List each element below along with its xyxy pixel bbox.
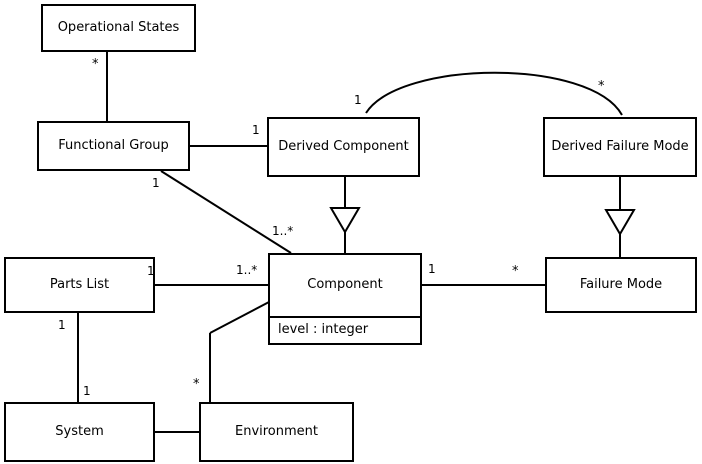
class-box-operational-states[interactable]: Operational States [41,4,196,52]
multiplicity-operational-states-functional-group: * [92,57,99,72]
class-name-environment: Environment [234,423,318,439]
class-name-failure-mode: Failure Mode [579,276,663,292]
class-name-parts-list: Parts List [49,276,110,292]
multiplicity-derived-failure-mode-arc-right: * [598,79,605,94]
multiplicity-parts-list-component-left: 1 [147,264,155,278]
class-box-component[interactable]: Component level : integer [268,253,422,345]
multiplicity-parts-list-system-bottom: 1 [83,384,91,398]
multiplicity-parts-list-system-top: 1 [58,318,66,332]
class-box-functional-group[interactable]: Functional Group [37,121,190,171]
class-name-system: System [55,423,104,439]
class-box-failure-mode[interactable]: Failure Mode [545,257,697,313]
multiplicity-parts-list-component-right: 1..* [236,263,258,277]
class-name-functional-group: Functional Group [58,137,169,153]
class-box-derived-failure-mode[interactable]: Derived Failure Mode [543,117,697,177]
class-box-derived-component[interactable]: Derived Component [267,117,420,177]
multiplicity-derived-component-arc-left: 1 [354,93,362,107]
class-attribute-component-level: level : integer [278,322,369,337]
class-name-component: Component [270,255,420,318]
class-name-derived-failure-mode: Derived Failure Mode [551,138,689,154]
generalization-triangle-derived-failure-mode [604,209,636,236]
edge-functional-group-component [160,170,292,254]
generalization-triangle-derived-component [329,207,361,234]
edge-derived-component-derived-failure-mode-arc [365,71,623,116]
multiplicity-component-failure-mode-right: * [512,264,519,279]
multiplicity-functional-group-derived-component: 1 [252,123,260,137]
class-name-operational-states: Operational States [57,19,180,35]
class-box-parts-list[interactable]: Parts List [4,257,155,313]
multiplicity-functional-group-component-near: 1 [152,176,160,190]
multiplicity-functional-group-component-far: 1..* [272,224,294,238]
multiplicity-component-failure-mode-left: 1 [428,262,436,276]
class-box-environment[interactable]: Environment [199,402,354,462]
edge-environment-component-diagonal [209,301,270,334]
class-name-derived-component: Derived Component [278,138,409,154]
multiplicity-environment-component: * [193,377,200,392]
class-box-system[interactable]: System [4,402,155,462]
